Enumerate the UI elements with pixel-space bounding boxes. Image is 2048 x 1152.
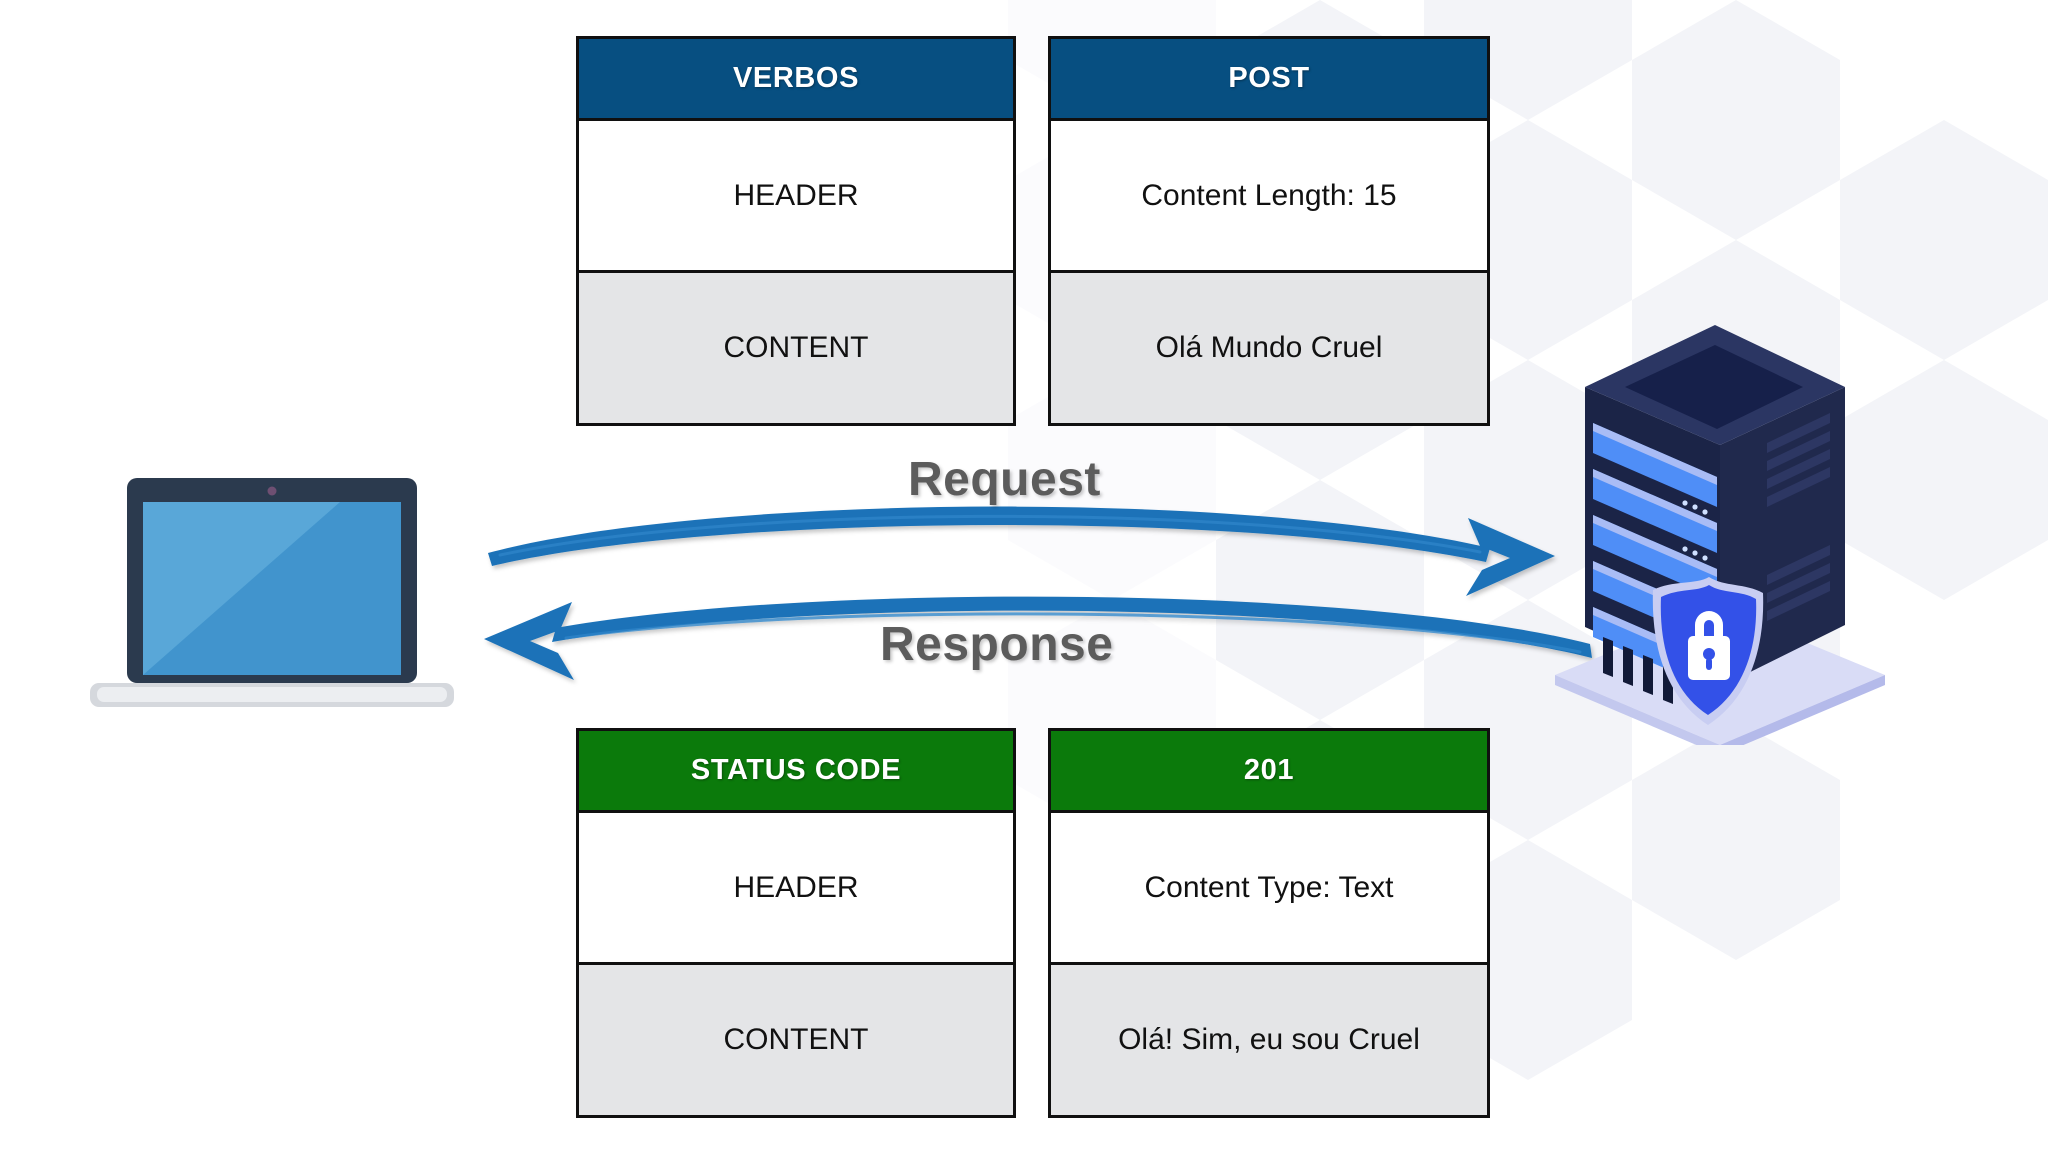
- response-201-table: 201 Content Type: Text Olá! Sim, eu sou …: [1048, 728, 1490, 1118]
- response-status-code-header: STATUS CODE: [579, 731, 1013, 813]
- server-rack-icon: [1555, 325, 1885, 745]
- server-vent-group: [1767, 413, 1830, 621]
- server-floor-slab-edge: [1555, 675, 1720, 745]
- request-verbos-header: VERBOS: [579, 39, 1013, 121]
- response-arrow: [484, 596, 1592, 680]
- laptop-base-top: [97, 687, 447, 702]
- request-verbos-table: VERBOS HEADER CONTENT: [576, 36, 1016, 426]
- request-post-header: POST: [1051, 39, 1487, 121]
- request-verbos-row-header: HEADER: [579, 121, 1013, 273]
- request-post-row-body: Olá Mundo Cruel: [1051, 273, 1487, 423]
- request-verbos-row-content: CONTENT: [579, 273, 1013, 423]
- request-post-table: POST Content Length: 15 Olá Mundo Cruel: [1048, 36, 1490, 426]
- response-201-row-body: Olá! Sim, eu sou Cruel: [1051, 965, 1487, 1115]
- laptop-camera-icon: [267, 486, 277, 496]
- padlock-shackle-icon: [1695, 611, 1723, 637]
- request-post-row-content-length: Content Length: 15: [1051, 121, 1487, 273]
- laptop-screen-highlight: [143, 502, 401, 675]
- laptop-icon: [90, 478, 454, 707]
- response-201-header: 201: [1051, 731, 1487, 813]
- shield-lock-icon: [1652, 577, 1764, 725]
- request-response-arrows: [484, 506, 1592, 680]
- response-arrow-label: Response: [880, 618, 1114, 671]
- server-floor-slab-edge2: [1720, 675, 1885, 745]
- response-status-code-table: STATUS CODE HEADER CONTENT: [576, 728, 1016, 1118]
- request-arrow: [488, 506, 1555, 596]
- response-status-row-header: HEADER: [579, 813, 1013, 965]
- server-top-inset: [1625, 345, 1803, 429]
- response-status-row-content: CONTENT: [579, 965, 1013, 1115]
- response-201-row-content-type: Content Type: Text: [1051, 813, 1487, 965]
- request-arrow-label: Request: [908, 453, 1101, 506]
